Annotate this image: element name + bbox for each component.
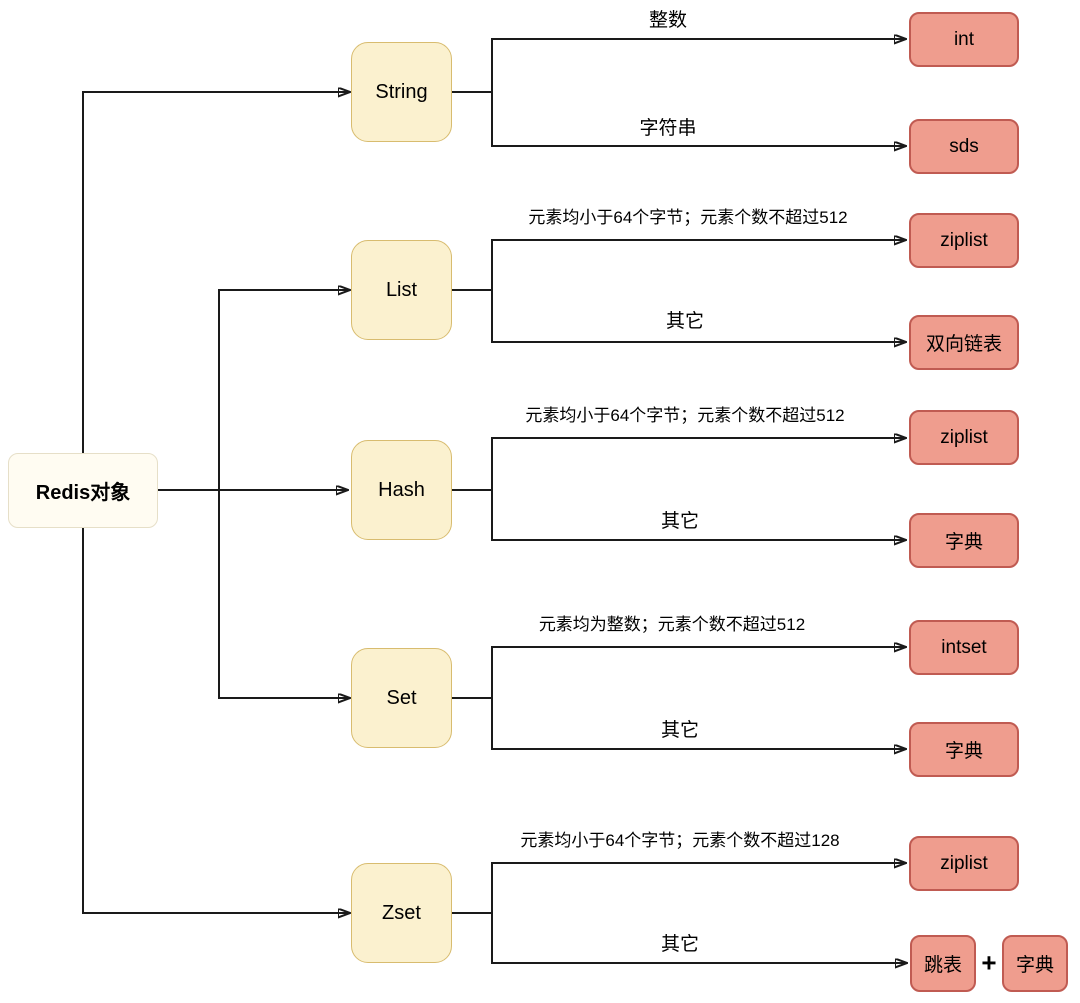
node-skiplist: 跳表 [910, 935, 976, 992]
connector-set-branch [451, 646, 493, 750]
edge-label-list-other: 其它 [665, 311, 705, 332]
node-set: Set [351, 648, 452, 748]
edge-label-zset-ziplist: 元素均小于64个字节；元素个数不超过128 [520, 831, 840, 850]
edge-label-string-sds: 字符串 [639, 118, 697, 139]
connector-string-branch [451, 38, 493, 147]
connector-root-list [218, 290, 349, 699]
node-list-ziplist: ziplist [909, 213, 1019, 268]
edge-label-hash-other: 其它 [660, 511, 700, 532]
edge-label-set-other: 其它 [660, 720, 700, 741]
edge-label-hash-ziplist: 元素均小于64个字节；元素个数不超过512 [525, 406, 845, 425]
node-redis-object: Redis对象 [8, 453, 158, 528]
connector-hash-branch [451, 437, 493, 541]
node-set-dict: 字典 [909, 722, 1019, 777]
node-sds: sds [909, 119, 1019, 174]
node-string: String [351, 42, 452, 142]
node-intset: intset [909, 620, 1019, 675]
node-zset: Zset [351, 863, 452, 963]
node-int: int [909, 12, 1019, 67]
edge-label-string-int: 整数 [648, 10, 688, 31]
edge-label-list-ziplist: 元素均小于64个字节；元素个数不超过512 [528, 208, 848, 227]
plus-sign: + [981, 947, 997, 978]
node-hash: Hash [351, 440, 452, 540]
connector-list-branch [451, 239, 493, 343]
connector-zset-branch [451, 862, 493, 964]
edge-label-set-intset: 元素均为整数；元素个数不超过512 [538, 615, 806, 634]
connector-root-string [82, 92, 349, 914]
node-list: List [351, 240, 452, 340]
edge-label-zset-other: 其它 [660, 934, 700, 955]
node-linkedlist: 双向链表 [909, 315, 1019, 370]
node-hash-ziplist: ziplist [909, 410, 1019, 465]
node-zset-ziplist: ziplist [909, 836, 1019, 891]
node-hash-dict: 字典 [909, 513, 1019, 568]
node-zset-dict: 字典 [1002, 935, 1068, 992]
